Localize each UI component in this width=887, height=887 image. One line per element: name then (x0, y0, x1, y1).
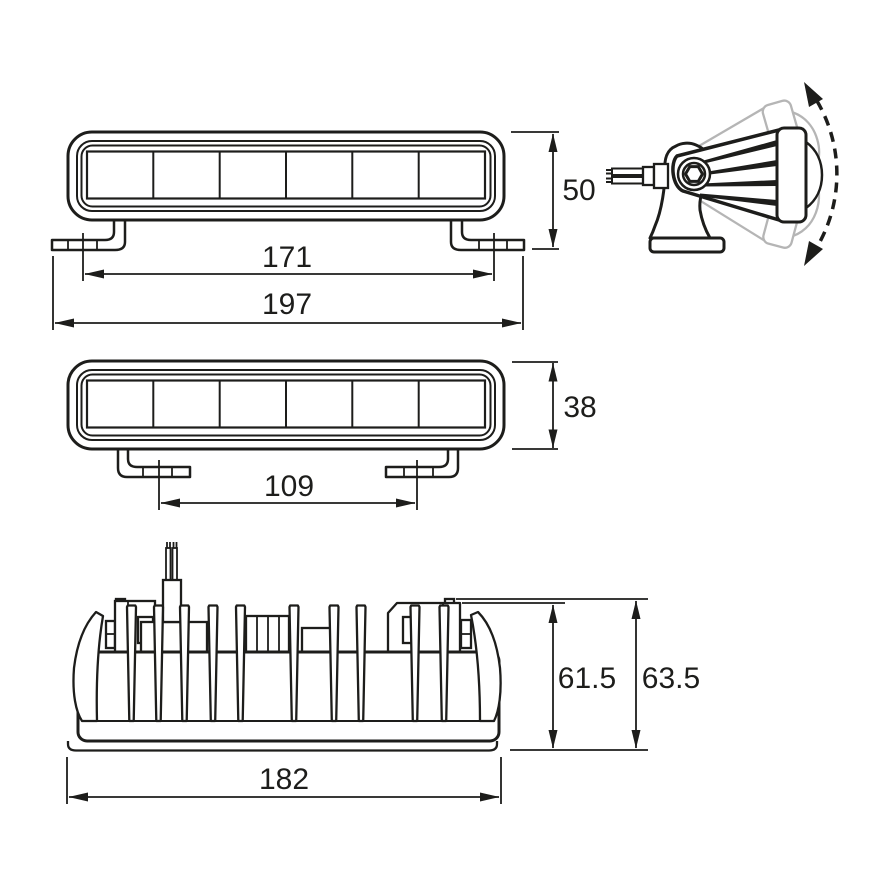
dim-overall-height-63-5: 63.5 (456, 598, 700, 751)
dim-label-182: 182 (259, 763, 309, 796)
middle-view (66, 359, 506, 479)
dim-label-63-5: 63.5 (642, 662, 700, 695)
led-lens-segment-dividers (152, 151, 420, 199)
rear-body (76, 650, 501, 743)
curved-fin-left (72, 610, 105, 723)
rear-view (66, 542, 502, 752)
rear-wire-leads (165, 542, 178, 582)
rear-body-lip (66, 741, 499, 752)
dim-label-50: 50 (562, 174, 595, 207)
inward-bracket-left (116, 450, 192, 479)
rear-view-dimensions: 61.5 63.5 182 (66, 598, 700, 804)
dim-inner-spacing-109: 109 (158, 460, 418, 510)
lamp-bezel-outer (76, 140, 496, 212)
mounting-bracket-left (50, 221, 127, 252)
dim-overall-width-197: 197 (52, 256, 524, 330)
lamp-bezel-inner (80, 144, 492, 208)
dim-body-height-38: 38 (512, 361, 597, 450)
dim-label-171: 171 (262, 241, 312, 274)
lamp-bezel-outer-2 (76, 369, 496, 441)
side-wire-leads (606, 162, 670, 190)
side-view-tilt (606, 82, 839, 266)
led-lens-segment-dividers-2 (152, 380, 420, 428)
tilt-arrow-down-icon (804, 241, 823, 266)
curved-fin-right (469, 610, 502, 723)
inward-bracket-right (384, 450, 460, 479)
side-lens (804, 139, 824, 211)
front-view (50, 130, 526, 252)
lamp-housing-outline-2 (66, 359, 506, 451)
dim-hole-spacing-171: 171 (82, 233, 495, 281)
rear-wire-sheath (161, 578, 183, 624)
tilt-arrow-up-icon (804, 82, 823, 107)
side-lens-bezel (775, 126, 808, 224)
tilt-arc (815, 100, 839, 248)
side-lamp-body (671, 128, 781, 222)
dim-bracket-height-61-5: 61.5 (462, 602, 616, 749)
lamp-housing-outline (66, 130, 506, 222)
front-view-dimensions: 50 171 197 (52, 131, 596, 330)
middle-view-dimensions: 38 109 (158, 361, 597, 510)
bracket-slot-marks-2 (142, 466, 434, 478)
pivot-bolt-icon (676, 156, 712, 192)
dim-body-width-182: 182 (66, 757, 502, 804)
dim-label-61-5: 61.5 (558, 662, 616, 695)
rear-wire-boss (139, 620, 209, 654)
dim-label-38: 38 (563, 391, 596, 424)
dim-label-197: 197 (262, 288, 312, 321)
dim-label-109: 109 (264, 470, 314, 503)
rear-small-boss (300, 626, 333, 654)
mounting-bracket-right (449, 221, 526, 252)
side-lamp-fins (700, 140, 777, 206)
side-bracket-base-plate (648, 236, 726, 254)
dim-height-50: 50 (511, 131, 596, 250)
heatsink-fins (72, 604, 502, 723)
bracket-slot-marks (67, 239, 508, 251)
lamp-bezel-inner-2 (80, 373, 492, 437)
